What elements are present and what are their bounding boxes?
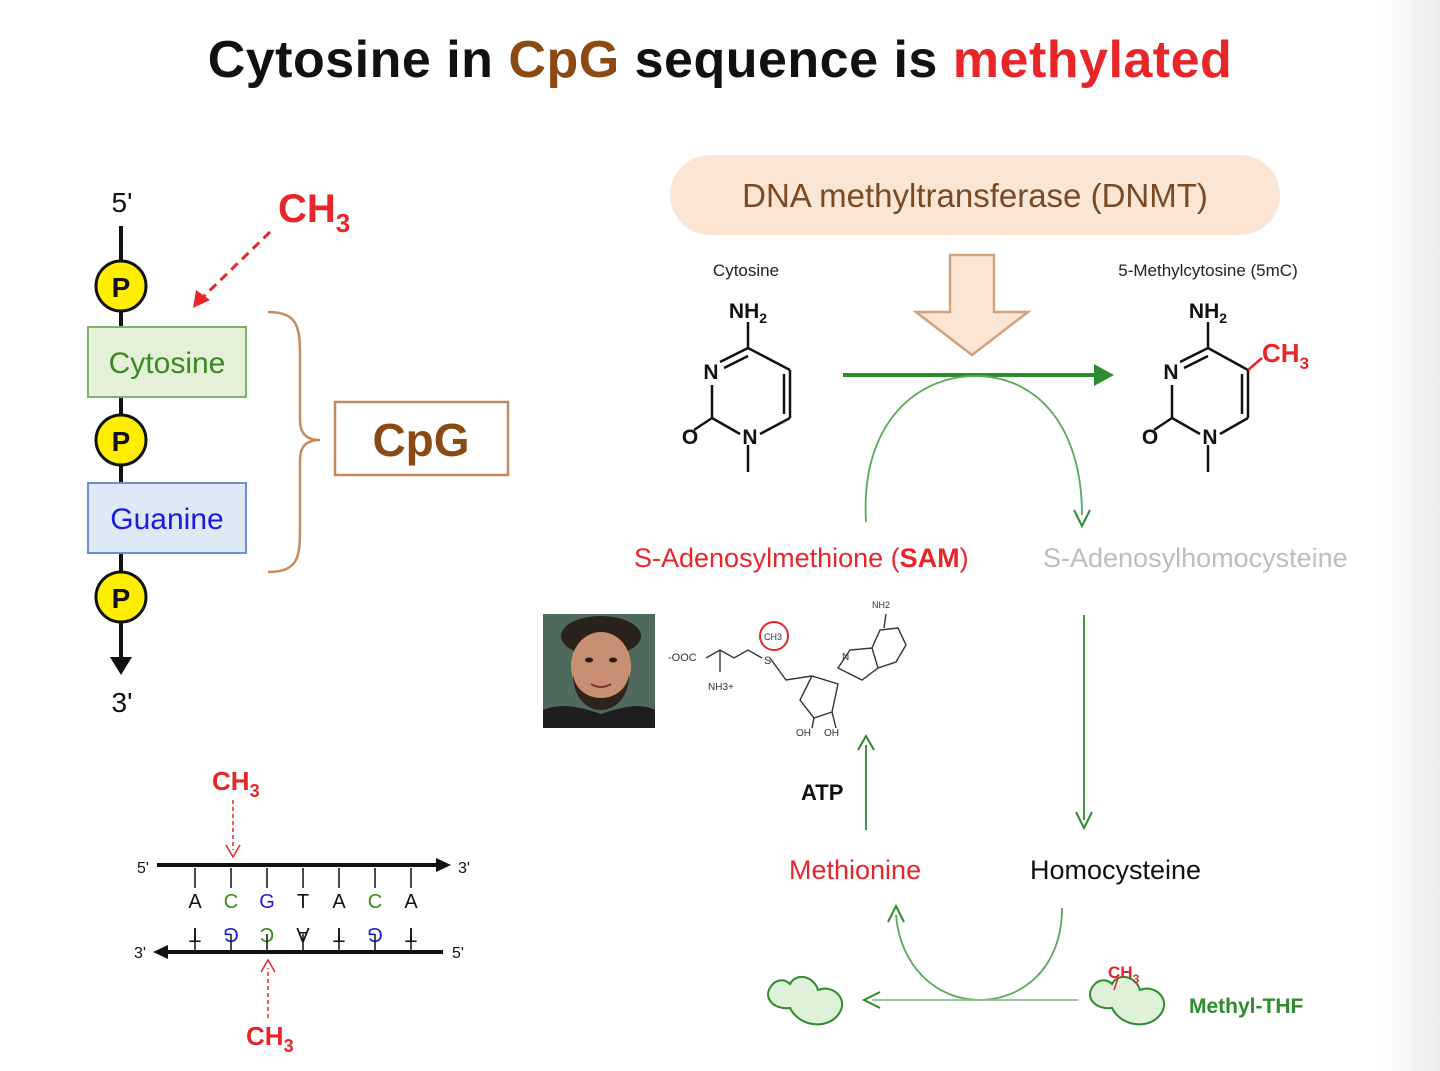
duplex-bottom-left: 3' <box>134 945 146 962</box>
cpg-box-label: CpG <box>372 414 469 466</box>
phosphate-2: P <box>94 413 148 467</box>
reaction-arrowhead <box>1094 364 1114 386</box>
cytosine-box <box>87 326 247 398</box>
mc-n1: N <box>1202 426 1217 449</box>
atp-label: ATP <box>801 780 843 805</box>
phosphate-1: P <box>94 259 148 313</box>
cpg-brace <box>267 310 321 574</box>
cytosine-n1: N <box>742 426 757 449</box>
svg-text:P: P <box>112 426 131 457</box>
cytosine-box-label: Cytosine <box>109 347 226 380</box>
cytosine-o: O <box>682 426 698 449</box>
duplex-bottom-arrowhead <box>260 958 276 973</box>
cytosine-nh2: NH2 <box>729 300 767 326</box>
svg-text:P: P <box>112 272 131 303</box>
title-cpg: CpG <box>508 31 620 89</box>
mc-ch3: CH3 <box>1262 338 1309 373</box>
title-part-3: sequence is <box>619 31 953 89</box>
dna-strand: 5' 3' CH3 P P P Cytosine <box>87 187 510 718</box>
sam-sah-arc <box>864 375 1083 523</box>
cytosine-structure-label: Cytosine <box>713 261 779 280</box>
sam-n: N <box>842 652 849 663</box>
atp-arrowhead <box>857 733 875 751</box>
portrait-drawing <box>543 614 655 728</box>
ch3-label: CH3 <box>278 187 350 238</box>
duplex-top-base: A <box>332 891 346 913</box>
sam-s: S <box>764 655 771 667</box>
cytosine-n3: N <box>703 361 718 384</box>
dnmt-block-arrow <box>912 253 1032 357</box>
mc-o: O <box>1142 426 1158 449</box>
five-prime-label: 5' <box>112 187 133 218</box>
thf-ch3-bond <box>1113 977 1119 991</box>
mc-structure <box>1153 322 1263 472</box>
duplex-top-arrowhead <box>225 844 241 859</box>
duplex-top-base: T <box>297 891 309 913</box>
sah-homocysteine-arrowhead <box>1075 811 1093 831</box>
guanine-box-label: Guanine <box>110 503 223 536</box>
methionine-label: Methionine <box>789 855 921 885</box>
sam-sah-arrowhead <box>1073 509 1091 529</box>
sam-label: S-Adenosylmethione (SAM) <box>634 543 969 573</box>
duplex-ch3-top: CH3 <box>212 766 260 801</box>
duplex-top-left: 5' <box>137 860 149 877</box>
methionine-cycle-arrowhead <box>887 903 905 923</box>
duplex-top-base: A <box>404 891 418 913</box>
methyl-thf-label: Methyl-THF <box>1189 995 1303 1018</box>
methyl-arrowhead <box>193 290 210 308</box>
mc-n3: N <box>1163 361 1178 384</box>
sam-oh-1: OH <box>796 728 811 739</box>
duplex-top-base: C <box>368 891 382 913</box>
dnmt-label: DNA methyltransferase (DNMT) <box>742 177 1208 214</box>
thf-blob-right <box>1089 975 1165 1026</box>
three-prime-label: 3' <box>112 687 133 718</box>
cytosine-structure <box>693 322 792 472</box>
sam-nh3: NH3+ <box>708 682 734 693</box>
page-title: Cytosine in CpG sequence is methylated <box>0 30 1440 90</box>
strand-arrow <box>110 657 132 675</box>
title-part-1: Cytosine in <box>207 31 509 89</box>
cpg-box <box>333 400 510 477</box>
right-edge-shade <box>1380 0 1440 1071</box>
guanine-box <box>87 482 247 554</box>
sam-coo: -OOC <box>668 652 697 664</box>
duplex-top-base: C <box>224 891 238 913</box>
duplex-top-arrow <box>436 858 451 872</box>
thf-ch3: CH3 <box>1108 963 1140 986</box>
duplex-top-base: A <box>188 891 202 913</box>
methylation-pathway: DNA methyltransferase (DNMT) Cytosine NH… <box>634 155 1348 1026</box>
portrait-photo <box>543 614 655 728</box>
dnmt-pill <box>670 155 1280 235</box>
duplex-ch3-bottom: CH3 <box>246 1021 294 1056</box>
mc-nh2: NH2 <box>1189 300 1227 326</box>
homocysteine-label: Homocysteine <box>1030 855 1201 885</box>
sam-structure <box>705 613 907 729</box>
phosphate-3: P <box>94 570 148 624</box>
thf-blob-left <box>767 975 843 1026</box>
duplex-top-base: G <box>259 891 275 913</box>
duplex-bottom-arrow <box>153 945 168 959</box>
title-methylated: methylated <box>952 31 1233 89</box>
sam-oh-2: OH <box>824 728 839 739</box>
sah-label: S-Adenosylhomocysteine <box>1043 543 1348 573</box>
sam-ch3: CH3 <box>764 632 782 642</box>
svg-text:P: P <box>112 583 131 614</box>
mc-structure-label: 5-Methylcytosine (5mC) <box>1118 261 1298 280</box>
methionine-cycle-arc <box>895 907 1063 1001</box>
thf-arrowhead <box>861 991 881 1009</box>
methyl-dashed-line <box>198 230 272 302</box>
duplex-top-right: 3' <box>458 860 470 877</box>
sam-nh2: NH2 <box>872 600 890 610</box>
duplex-bottom-right: 5' <box>452 945 464 962</box>
